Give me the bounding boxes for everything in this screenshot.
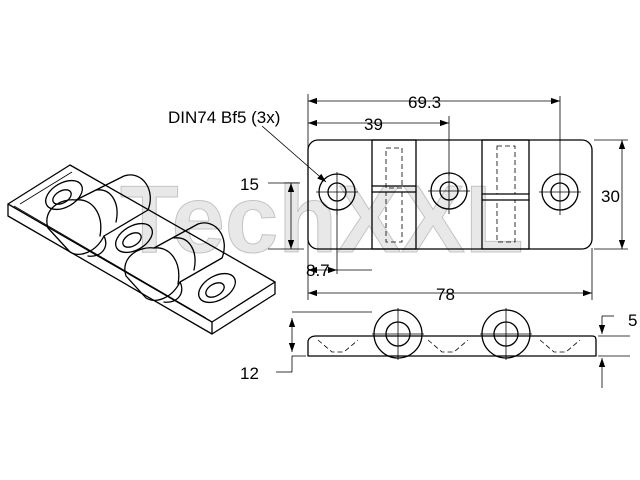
dim-39: 39 [364,115,383,134]
side-view [307,308,597,360]
front-view [307,139,593,250]
dim-30: 30 [601,187,620,206]
callout-label: DIN74 Bf5 (3x) [168,108,280,127]
dim-12: 12 [240,364,259,383]
isometric-view [7,164,276,335]
dim-78: 78 [436,285,455,304]
dim-5: 5 [628,311,637,330]
dim-8-7: 8.7 [306,261,330,280]
dim-15: 15 [240,175,259,194]
dim-69-3: 69.3 [408,93,441,112]
dimension-lines [261,94,630,388]
dimension-labels: DIN74 Bf5 (3x) 69.3 39 78 30 15 8.7 12 5 [168,93,637,383]
